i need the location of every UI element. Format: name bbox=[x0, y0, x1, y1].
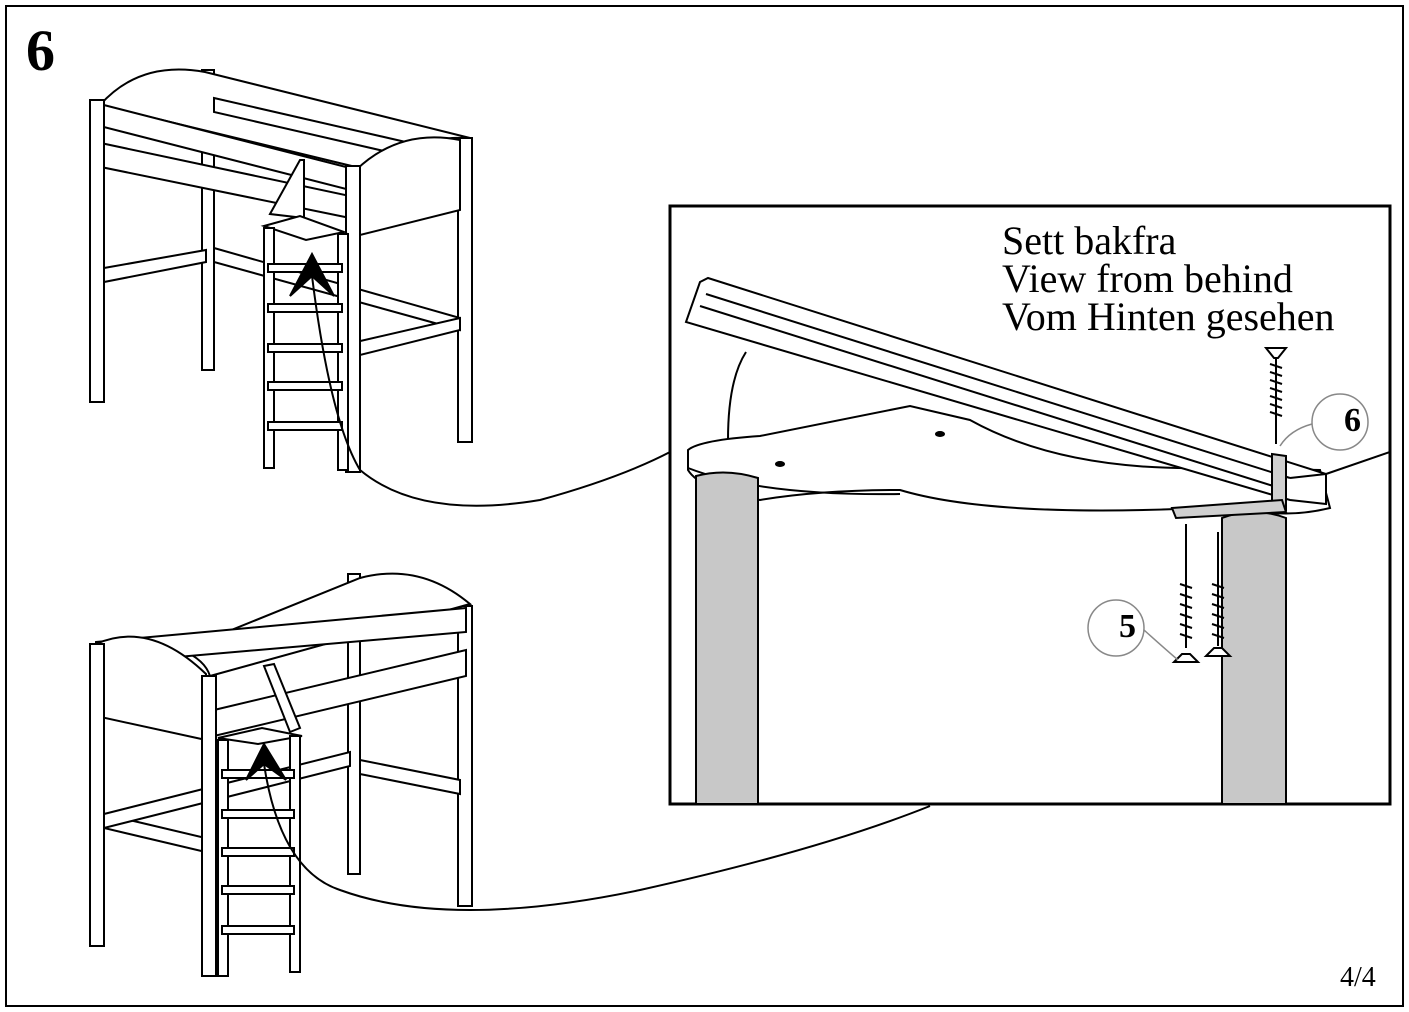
bed-bottom-back-left-post bbox=[347, 573, 361, 875]
bed-bottom-ladder-platform bbox=[217, 726, 303, 746]
bed-top-leader-line bbox=[311, 275, 671, 507]
screw-icon bbox=[1203, 532, 1233, 657]
part-label-screw: 5 bbox=[1119, 608, 1136, 645]
detail-screw-hole bbox=[935, 431, 945, 437]
bed-bottom-front-left-post bbox=[89, 643, 105, 947]
bed-bottom-front-right-post bbox=[201, 675, 217, 977]
part-label-bracket: 6 bbox=[1344, 402, 1361, 439]
bed-top-ladder-rung bbox=[267, 343, 343, 353]
bed-bottom-ladder-rung bbox=[221, 847, 295, 857]
bed-bottom-leader-line bbox=[263, 763, 931, 911]
bed-top-lower-rail-right bbox=[355, 316, 461, 358]
bed-top-ladder-rung bbox=[267, 421, 343, 431]
page-counter: 4/4 bbox=[1340, 962, 1376, 993]
detail-rail-beam bbox=[684, 276, 1327, 506]
bed-illustration-top bbox=[89, 68, 671, 507]
callout-circle-6 bbox=[1311, 393, 1369, 451]
bed-bottom-lower-rail-back bbox=[359, 758, 461, 796]
bed-bottom-ladder-rung bbox=[221, 809, 295, 819]
detail-leg-left bbox=[695, 471, 759, 804]
bracket-icon bbox=[1170, 452, 1288, 520]
detail-surface-line bbox=[1325, 451, 1390, 475]
detail-screw-hole bbox=[775, 461, 785, 467]
bed-bottom-ladder-hook bbox=[262, 662, 302, 734]
bed-top-front-left-post bbox=[89, 99, 105, 403]
bed-bottom-ladder-rung bbox=[221, 885, 295, 895]
detail-rail-beam-line bbox=[705, 293, 1291, 479]
screw-icon bbox=[1263, 347, 1289, 444]
bed-top-lower-rail-left bbox=[103, 248, 207, 284]
step-number: 6 bbox=[26, 18, 55, 83]
bed-bottom-ladder-stile-left bbox=[217, 739, 229, 977]
bed-top-location-arrow-icon bbox=[289, 251, 335, 297]
bed-top-ladder-rung bbox=[267, 381, 343, 391]
bed-illustration-bottom bbox=[89, 572, 931, 977]
detail-leg-right bbox=[1221, 511, 1287, 804]
callout-circle-5 bbox=[1087, 599, 1145, 657]
detail-back-curve bbox=[727, 351, 747, 441]
view-caption-german: Vom Hinten gesehen bbox=[1002, 294, 1335, 339]
detail-rail-beam-line bbox=[1289, 473, 1327, 479]
bed-top-ladder-hook bbox=[268, 159, 305, 220]
bed-bottom-ladder-rung bbox=[221, 925, 295, 935]
bed-top-ladder-rung bbox=[267, 303, 343, 313]
screw-icon bbox=[1171, 524, 1201, 663]
bed-bottom-location-arrow-icon bbox=[245, 741, 287, 781]
bed-top-ladder-platform bbox=[260, 214, 348, 242]
view-caption-norwegian: Sett bakfra bbox=[1002, 218, 1177, 263]
detail-rail-beam-line bbox=[699, 305, 1287, 491]
bed-top-footboard bbox=[355, 136, 461, 238]
detail-view bbox=[668, 204, 1392, 806]
view-caption-english: View from behind bbox=[1002, 256, 1293, 301]
view-caption: Sett bakfra View from behind Vom Hinten … bbox=[1002, 218, 1335, 339]
page-border bbox=[5, 5, 1404, 1007]
